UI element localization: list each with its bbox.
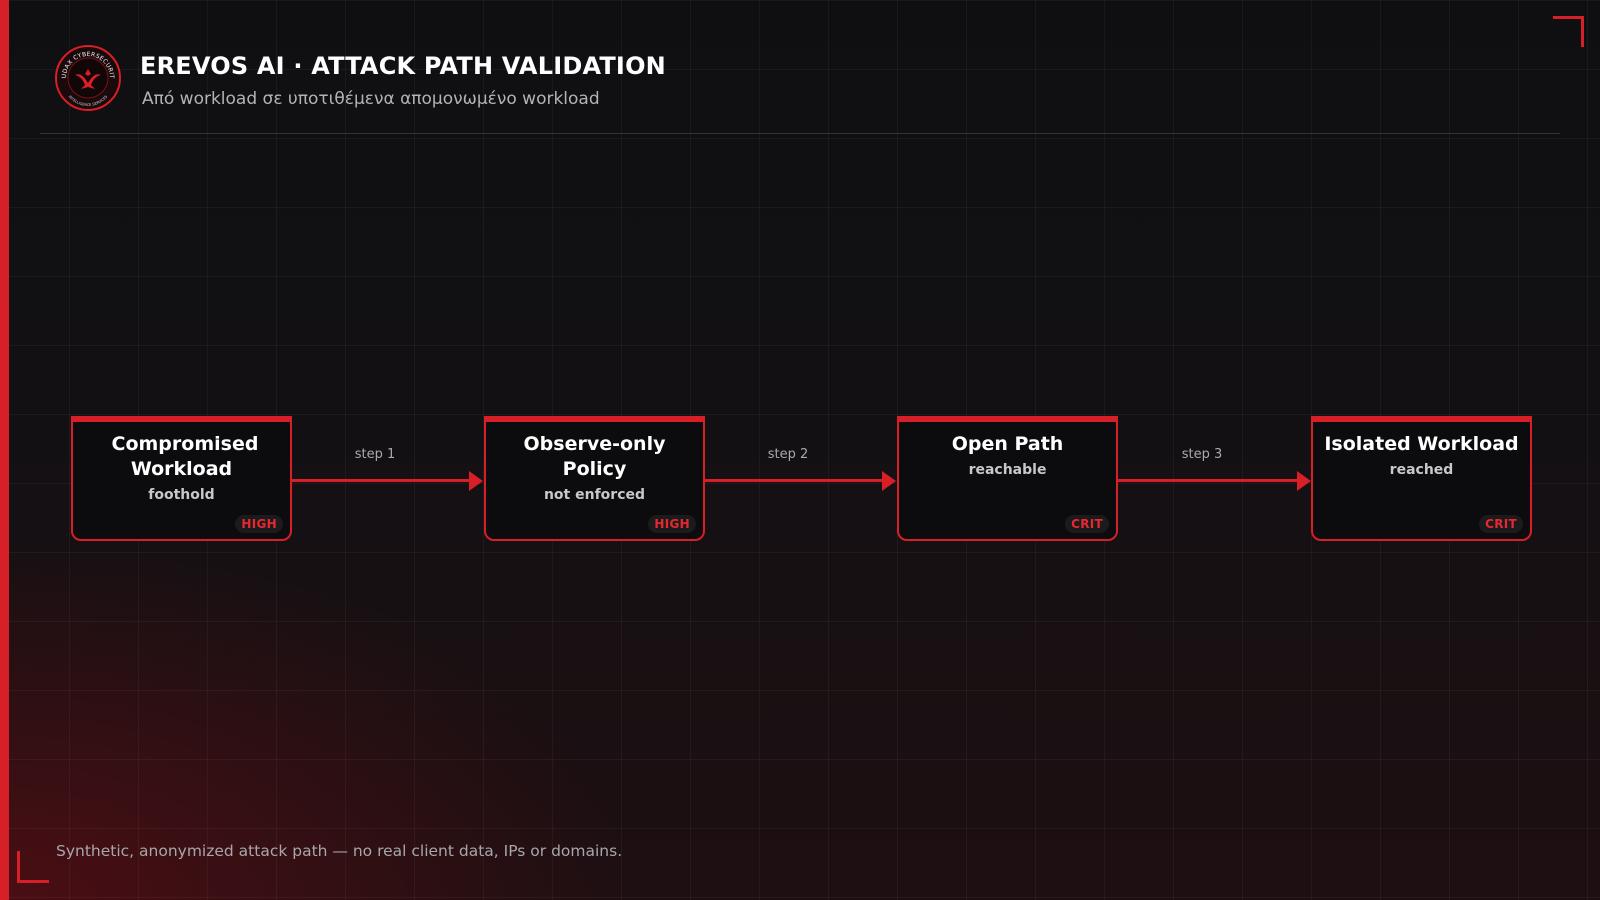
footer-disclaimer: Synthetic, anonymized attack path — no r…: [56, 842, 623, 860]
severity-badge: CRIT: [1479, 515, 1523, 533]
edge-label-step-1: step 1: [354, 447, 396, 462]
node-observe-only-policy: Observe-only Policy not enforced HIGH: [484, 416, 705, 541]
node-subtitle: reachable: [968, 462, 1047, 478]
node-subtitle: foothold: [148, 487, 215, 503]
header-divider: [40, 133, 1560, 134]
severity-badge: CRIT: [1065, 515, 1109, 533]
corner-bracket-top-right: [1553, 16, 1584, 47]
arrow-head-icon: [1297, 471, 1311, 491]
edge-label-step-3: step 3: [1181, 447, 1223, 462]
node-title: Compromised Workload: [111, 433, 259, 480]
node-subtitle: not enforced: [543, 487, 646, 503]
arrow-head-icon: [882, 471, 896, 491]
page-subtitle: Από workload σε υποτιθέμενα απομονωμένο …: [142, 89, 600, 109]
edge-arrow-1: [290, 479, 472, 482]
arrow-head-icon: [469, 471, 483, 491]
node-title: Open Path: [951, 433, 1064, 455]
severity-badge: HIGH: [235, 515, 283, 533]
node-subtitle: reached: [1389, 462, 1454, 478]
node-title: Isolated Workload: [1324, 433, 1519, 455]
edge-label-step-2: step 2: [767, 447, 809, 462]
audax-logo-icon: AUDAX CYBERSECURITY INTELLIGENCE SERVICE…: [55, 45, 121, 111]
accent-left-bar: [0, 0, 9, 900]
node-isolated-workload: Isolated Workload reached CRIT: [1311, 416, 1532, 541]
severity-badge: HIGH: [648, 515, 696, 533]
node-title: Observe-only Policy: [523, 433, 666, 480]
node-open-path: Open Path reachable CRIT: [897, 416, 1118, 541]
node-compromised-workload: Compromised Workload foothold HIGH: [71, 416, 292, 541]
edge-arrow-2: [703, 479, 885, 482]
corner-bracket-bottom-left: [17, 851, 49, 883]
edge-arrow-3: [1117, 479, 1300, 482]
page-title: EREVOS AI · ATTACK PATH VALIDATION: [140, 52, 666, 80]
